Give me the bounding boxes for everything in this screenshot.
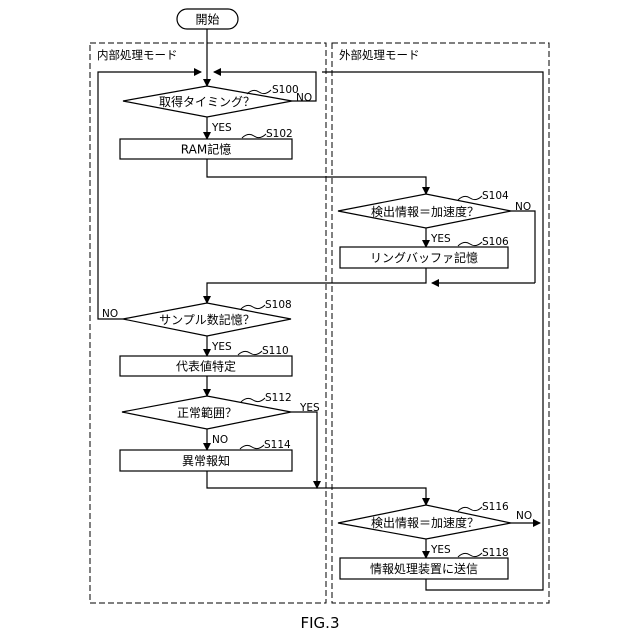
edge-s116-no: NO	[516, 510, 532, 522]
decision-s104-label: 検出情報＝加速度？	[371, 204, 479, 219]
decision-s116-label: 検出情報＝加速度？	[371, 515, 479, 530]
process-s118-label: 情報処理装置に送信	[370, 561, 478, 576]
process-s118: 情報処理装置に送信	[340, 558, 508, 579]
decision-s108-label: サンプル数記憶？	[159, 312, 255, 327]
edge-s116-yes: YES	[430, 544, 451, 556]
edge-s100-no: NO	[296, 92, 312, 104]
edge-s112-yes: YES	[299, 402, 320, 414]
step-s106: S106	[482, 236, 509, 248]
start-label: 開始	[195, 13, 219, 27]
process-s102: RAM記憶	[120, 139, 292, 159]
edge-s100-yes: YES	[211, 122, 232, 134]
start-terminal: 開始	[177, 9, 238, 29]
connectors	[98, 29, 543, 590]
process-s106-label: リングバッファ記憶	[370, 250, 478, 265]
edge-s108-yes: YES	[211, 341, 232, 353]
decision-s100: 取得タイミング？	[123, 86, 292, 117]
step-tag-s112: S112	[241, 392, 292, 404]
step-s112: S112	[265, 392, 292, 404]
edge-s104-yes: YES	[430, 233, 451, 245]
process-s106: リングバッファ記憶	[340, 247, 508, 268]
step-tag-s110: S110	[238, 345, 289, 357]
step-s118: S118	[482, 547, 509, 559]
process-s102-label: RAM記憶	[181, 142, 231, 157]
process-s114: 異常報知	[120, 450, 292, 471]
process-s110-label: 代表値特定	[176, 359, 236, 374]
step-tag-s116: S116	[458, 501, 509, 513]
decision-s112-label: 正常範囲？	[177, 405, 237, 420]
figure-label: FIG.3	[301, 614, 340, 632]
process-s114-label: 異常報知	[182, 454, 230, 468]
edge-s104-no: NO	[515, 201, 531, 213]
process-s110: 代表値特定	[120, 356, 292, 376]
step-s108: S108	[265, 299, 292, 311]
decision-s100-label: 取得タイミング？	[159, 94, 255, 109]
step-tag-s104: S104	[458, 190, 509, 202]
step-s110: S110	[262, 345, 289, 357]
step-s116: S116	[482, 501, 509, 513]
edge-s108-no: NO	[102, 308, 118, 320]
step-tag-s106: S106	[458, 236, 509, 248]
step-s100: S100	[272, 84, 299, 96]
zone-external-label: 外部処理モード	[339, 48, 420, 62]
step-tag-s118: S118	[458, 547, 509, 559]
step-s102: S102	[266, 128, 293, 140]
zone-internal-label: 内部処理モード	[97, 48, 178, 62]
step-tag-s102: S102	[242, 128, 293, 140]
step-tag-s114: S114	[240, 439, 291, 451]
edge-s112-no: NO	[212, 434, 228, 446]
step-tag-s108: S108	[241, 299, 292, 311]
step-s114: S114	[264, 439, 291, 451]
step-s104: S104	[482, 190, 509, 202]
